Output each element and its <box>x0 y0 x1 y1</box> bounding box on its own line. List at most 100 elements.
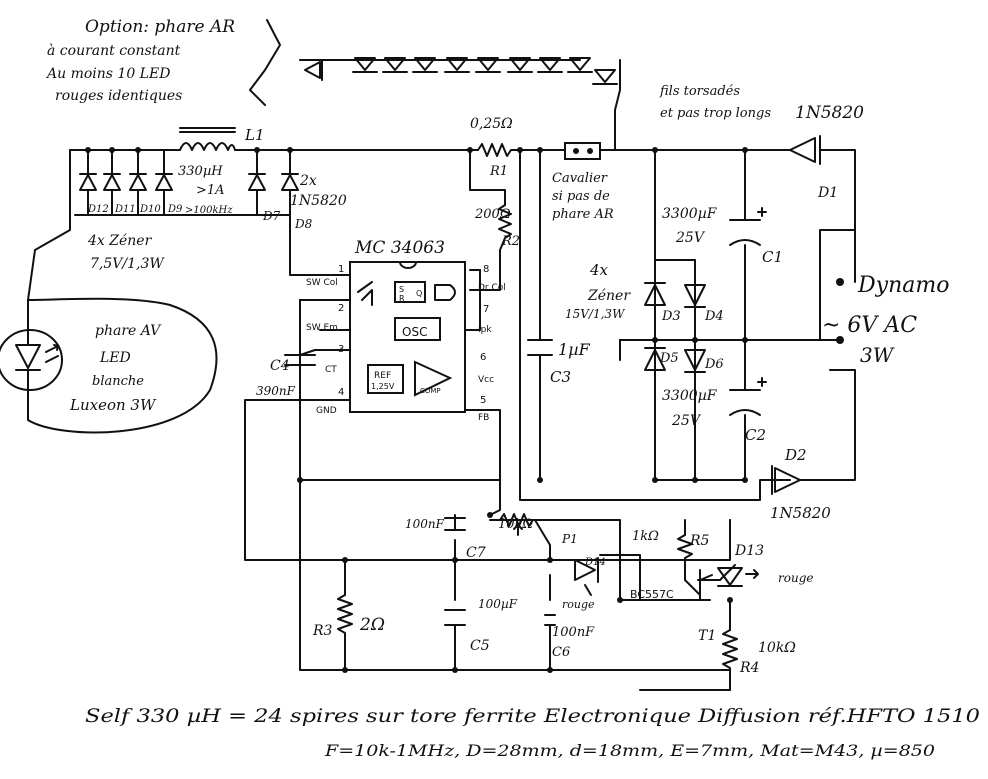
rear-light-line2: à courant constant <box>47 43 181 59</box>
zener-right-3: 15V/1,3W <box>565 307 626 321</box>
diode-d7 <box>248 173 266 216</box>
d7-label: D7 <box>262 209 281 223</box>
front-light-l2: LED <box>99 350 131 366</box>
resistor-r5 <box>677 534 693 566</box>
zener-d12 <box>79 173 97 191</box>
resistor-r3 <box>337 594 353 641</box>
resistor-r4 <box>722 629 738 676</box>
front-light-l1: phare AV <box>95 323 162 339</box>
wires-note-2: et pas trop longs <box>660 106 771 121</box>
r5-label: R5 <box>689 533 710 549</box>
footer-line2: F=10k-1MHz, D=28mm, d=18mm, E=7mm, Mat=M… <box>324 741 935 760</box>
l1-label: L1 <box>244 126 265 144</box>
c7-value: 100nF <box>405 517 445 531</box>
front-led-circle <box>0 329 63 391</box>
diode-d1 <box>789 135 821 165</box>
led-front <box>15 299 59 396</box>
wires-note-1: fils torsadés <box>659 84 740 99</box>
d7d8-label-1: 2x <box>299 173 317 189</box>
c3-label: C3 <box>550 368 571 386</box>
d13-color: rouge <box>778 571 813 585</box>
d6-label: D6 <box>704 357 724 372</box>
d12-label: D12 <box>87 204 109 215</box>
transistor-t1 <box>697 569 721 601</box>
c6-label: C6 <box>552 645 570 660</box>
dynamo-l3: 3W <box>860 343 895 367</box>
ic-osc-label: OSC <box>402 325 427 339</box>
ic-latch <box>394 281 426 303</box>
ic-comparator <box>414 360 453 397</box>
zener-d6 <box>684 349 706 373</box>
c1-label: C1 <box>762 248 783 266</box>
ic-ipk: Ipk <box>478 325 492 335</box>
zener-left-1: 4x Zéner <box>87 233 153 249</box>
r1-label: R1 <box>489 164 508 179</box>
potentiometer-p1 <box>499 513 534 536</box>
front-light-l4: Luxeon 3W <box>69 396 157 414</box>
rear-light-line3: Au moins 10 LED <box>45 66 170 82</box>
dynamo-l1: Dynamo <box>857 273 949 298</box>
jumper-pin <box>573 148 579 154</box>
jumper-label-3: phare AR <box>552 207 614 222</box>
zener-d10 <box>129 173 147 191</box>
junctions <box>85 147 844 673</box>
r1-value: 0,25Ω <box>470 116 513 132</box>
ic-vcc: Vcc <box>478 375 494 385</box>
t1-type: BC557C <box>630 588 674 601</box>
d14-color: rouge <box>562 598 595 611</box>
ic-ref-label-1: REF <box>374 371 391 381</box>
c4-value: 390nF <box>256 384 296 398</box>
c1-voltage: 25V <box>675 230 706 246</box>
c6-value: 100nF <box>552 625 595 640</box>
d4-label: D4 <box>704 309 724 324</box>
p1-value: 10kΩ <box>498 517 533 532</box>
d2-label: D2 <box>784 446 807 464</box>
zener-d5 <box>644 347 666 371</box>
r4-label: R4 <box>739 660 759 676</box>
ic-latch-q: Q <box>416 289 422 298</box>
d2-type: 1N5820 <box>770 504 831 522</box>
jumper-label-1: Cavalier <box>552 171 608 186</box>
d9-label: D9 <box>167 204 183 215</box>
capacitor-c4 <box>284 354 316 366</box>
t1-label: T1 <box>698 628 716 644</box>
d1-label: D1 <box>817 185 838 201</box>
l1-freq: >100kHz <box>185 205 233 216</box>
rear-light-title: Option: phare AR <box>85 17 235 37</box>
r3-label: R3 <box>312 623 333 639</box>
ic-latch-r: R <box>399 294 405 303</box>
r4-value: 10kΩ <box>758 640 796 656</box>
zener-right-2: Zéner <box>587 288 631 304</box>
zener-d9 <box>155 173 173 191</box>
ic-ref-label-2: 1,25V <box>371 382 395 391</box>
zener-right-1: 4x <box>589 261 609 279</box>
r3-value: 2Ω <box>359 615 385 635</box>
c2-label: C2 <box>745 426 766 444</box>
ic-pin2: 2 <box>338 303 344 314</box>
capacitor-c2 <box>729 377 767 416</box>
rear-light-line4: rouges identiques <box>55 88 182 104</box>
jumper-label-2: si pas de <box>552 189 610 204</box>
resistor-r1 <box>477 143 526 157</box>
r2-value: 200Ω <box>474 207 511 222</box>
p1-label: P1 <box>561 532 578 546</box>
ic-pin4: 4 <box>338 387 344 398</box>
ic-fb: FB <box>478 413 489 423</box>
r2-label: R2 <box>501 234 520 249</box>
ic-ref <box>367 364 404 394</box>
jumper-pin <box>587 148 593 154</box>
ic-latch-s: S <box>399 285 404 294</box>
l1-current: >1A <box>196 183 225 198</box>
ic-osc <box>394 317 441 341</box>
ic-sw-em: SW Em <box>306 323 338 333</box>
d3-label: D3 <box>661 309 681 324</box>
ic-pin3: 3 <box>338 344 344 355</box>
c2-voltage: 25V <box>671 413 702 429</box>
ic-ct: CT <box>325 365 337 375</box>
ic-sw-col: SW Col <box>306 278 338 288</box>
d14-label: D14 <box>584 557 606 568</box>
ic-pin5: 5 <box>480 395 486 406</box>
c5-value: 100µF <box>478 597 518 611</box>
brace-rear <box>249 19 281 106</box>
